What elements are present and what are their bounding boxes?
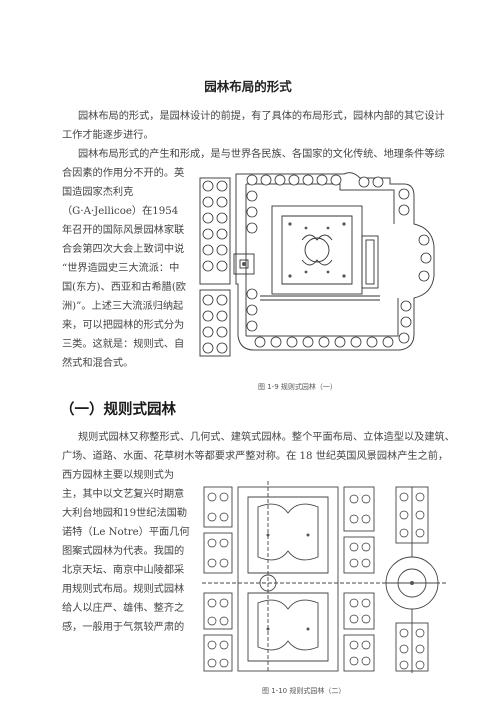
text-line: 用规则式布局。规则式园林 xyxy=(62,584,185,595)
formal-garden-plan-2 xyxy=(198,477,450,677)
text-line: “世界造园史三大流派：中 xyxy=(62,263,180,274)
text-line: 给人以庄严、雄伟、整齐之 xyxy=(62,603,185,614)
text-line: 感，一般用于气氛较严肃的 xyxy=(62,622,185,633)
text-line: 合会第四次大会上致词中说 xyxy=(62,244,185,255)
text-line: 园林布局形式的产生和形成，是与世界各民族、各国家的文化传统、地理条件等综 xyxy=(78,149,445,160)
text-line: 园林布局的形式，是园林设计的前提，有了具体的布局形式，园林内部的其它设计 xyxy=(78,111,445,122)
section-paragraph: 规则式园林又称整形式、几何式、建筑式园林。整个平面布局、立体造型以及建筑、 广场… xyxy=(62,428,455,637)
text-line: 年召开的国际风景园林家联 xyxy=(62,225,185,236)
text-line: 北京天坛、南京中山陵都采 xyxy=(62,565,185,576)
text-line: 主，其中以文艺复兴时期意 xyxy=(62,489,185,500)
text-line: 国造园家杰利克 xyxy=(62,187,134,198)
text-line: 大利台地园和19世纪法国勒 xyxy=(62,508,188,519)
text-line: 三类。这就是：规则式、自 xyxy=(62,339,185,350)
text-line: 规则式园林又称整形式、几何式、建筑式园林。整个平面布局、立体造型以及建筑、 xyxy=(78,432,455,443)
figure-1-caption: 图 1-9 规则式园林（一） xyxy=(258,383,337,391)
section-heading: （一）规则式园林 xyxy=(60,402,176,418)
text-line: 工作才能逐步进行。 xyxy=(62,130,154,141)
intro-paragraph-2: 园林布局形式的产生和形成，是与世界各民族、各国家的文化传统、地理条件等综 合因素… xyxy=(62,145,445,373)
text-line: 诺特（Le Notre）平面几何 xyxy=(62,527,190,538)
text-line: 广场、道路、水面、花草树木等都要求严整对称。在 18 世纪英国风景园林产生之前， xyxy=(62,451,449,462)
text-line: 来，可以把园林的形式分为 xyxy=(62,320,185,331)
text-line: 然式和混合式。 xyxy=(62,358,134,369)
text-line: （G·A·Jellicoe）在1954 xyxy=(62,206,179,217)
text-line: 合因素的作用分不开的。英 xyxy=(62,168,185,179)
figure-2-caption: 图 1-10 规则式园林（二） xyxy=(262,687,346,695)
formal-garden-plan-1 xyxy=(194,166,444,372)
intro-paragraph-1: 园林布局的形式，是园林设计的前提，有了具体的布局形式，园林内部的其它设计 工作才… xyxy=(62,107,445,145)
text-line: 国(东方)、西亚和古希腊(欧 xyxy=(62,282,186,293)
text-line: 图案式园林为代表。我国的 xyxy=(62,546,185,557)
page-title: 园林布局的形式 xyxy=(204,79,292,94)
text-line: 西方园林主要以规则式为 xyxy=(62,470,175,481)
text-line: 洲)”。上述三大流派归纳起 xyxy=(62,301,184,312)
